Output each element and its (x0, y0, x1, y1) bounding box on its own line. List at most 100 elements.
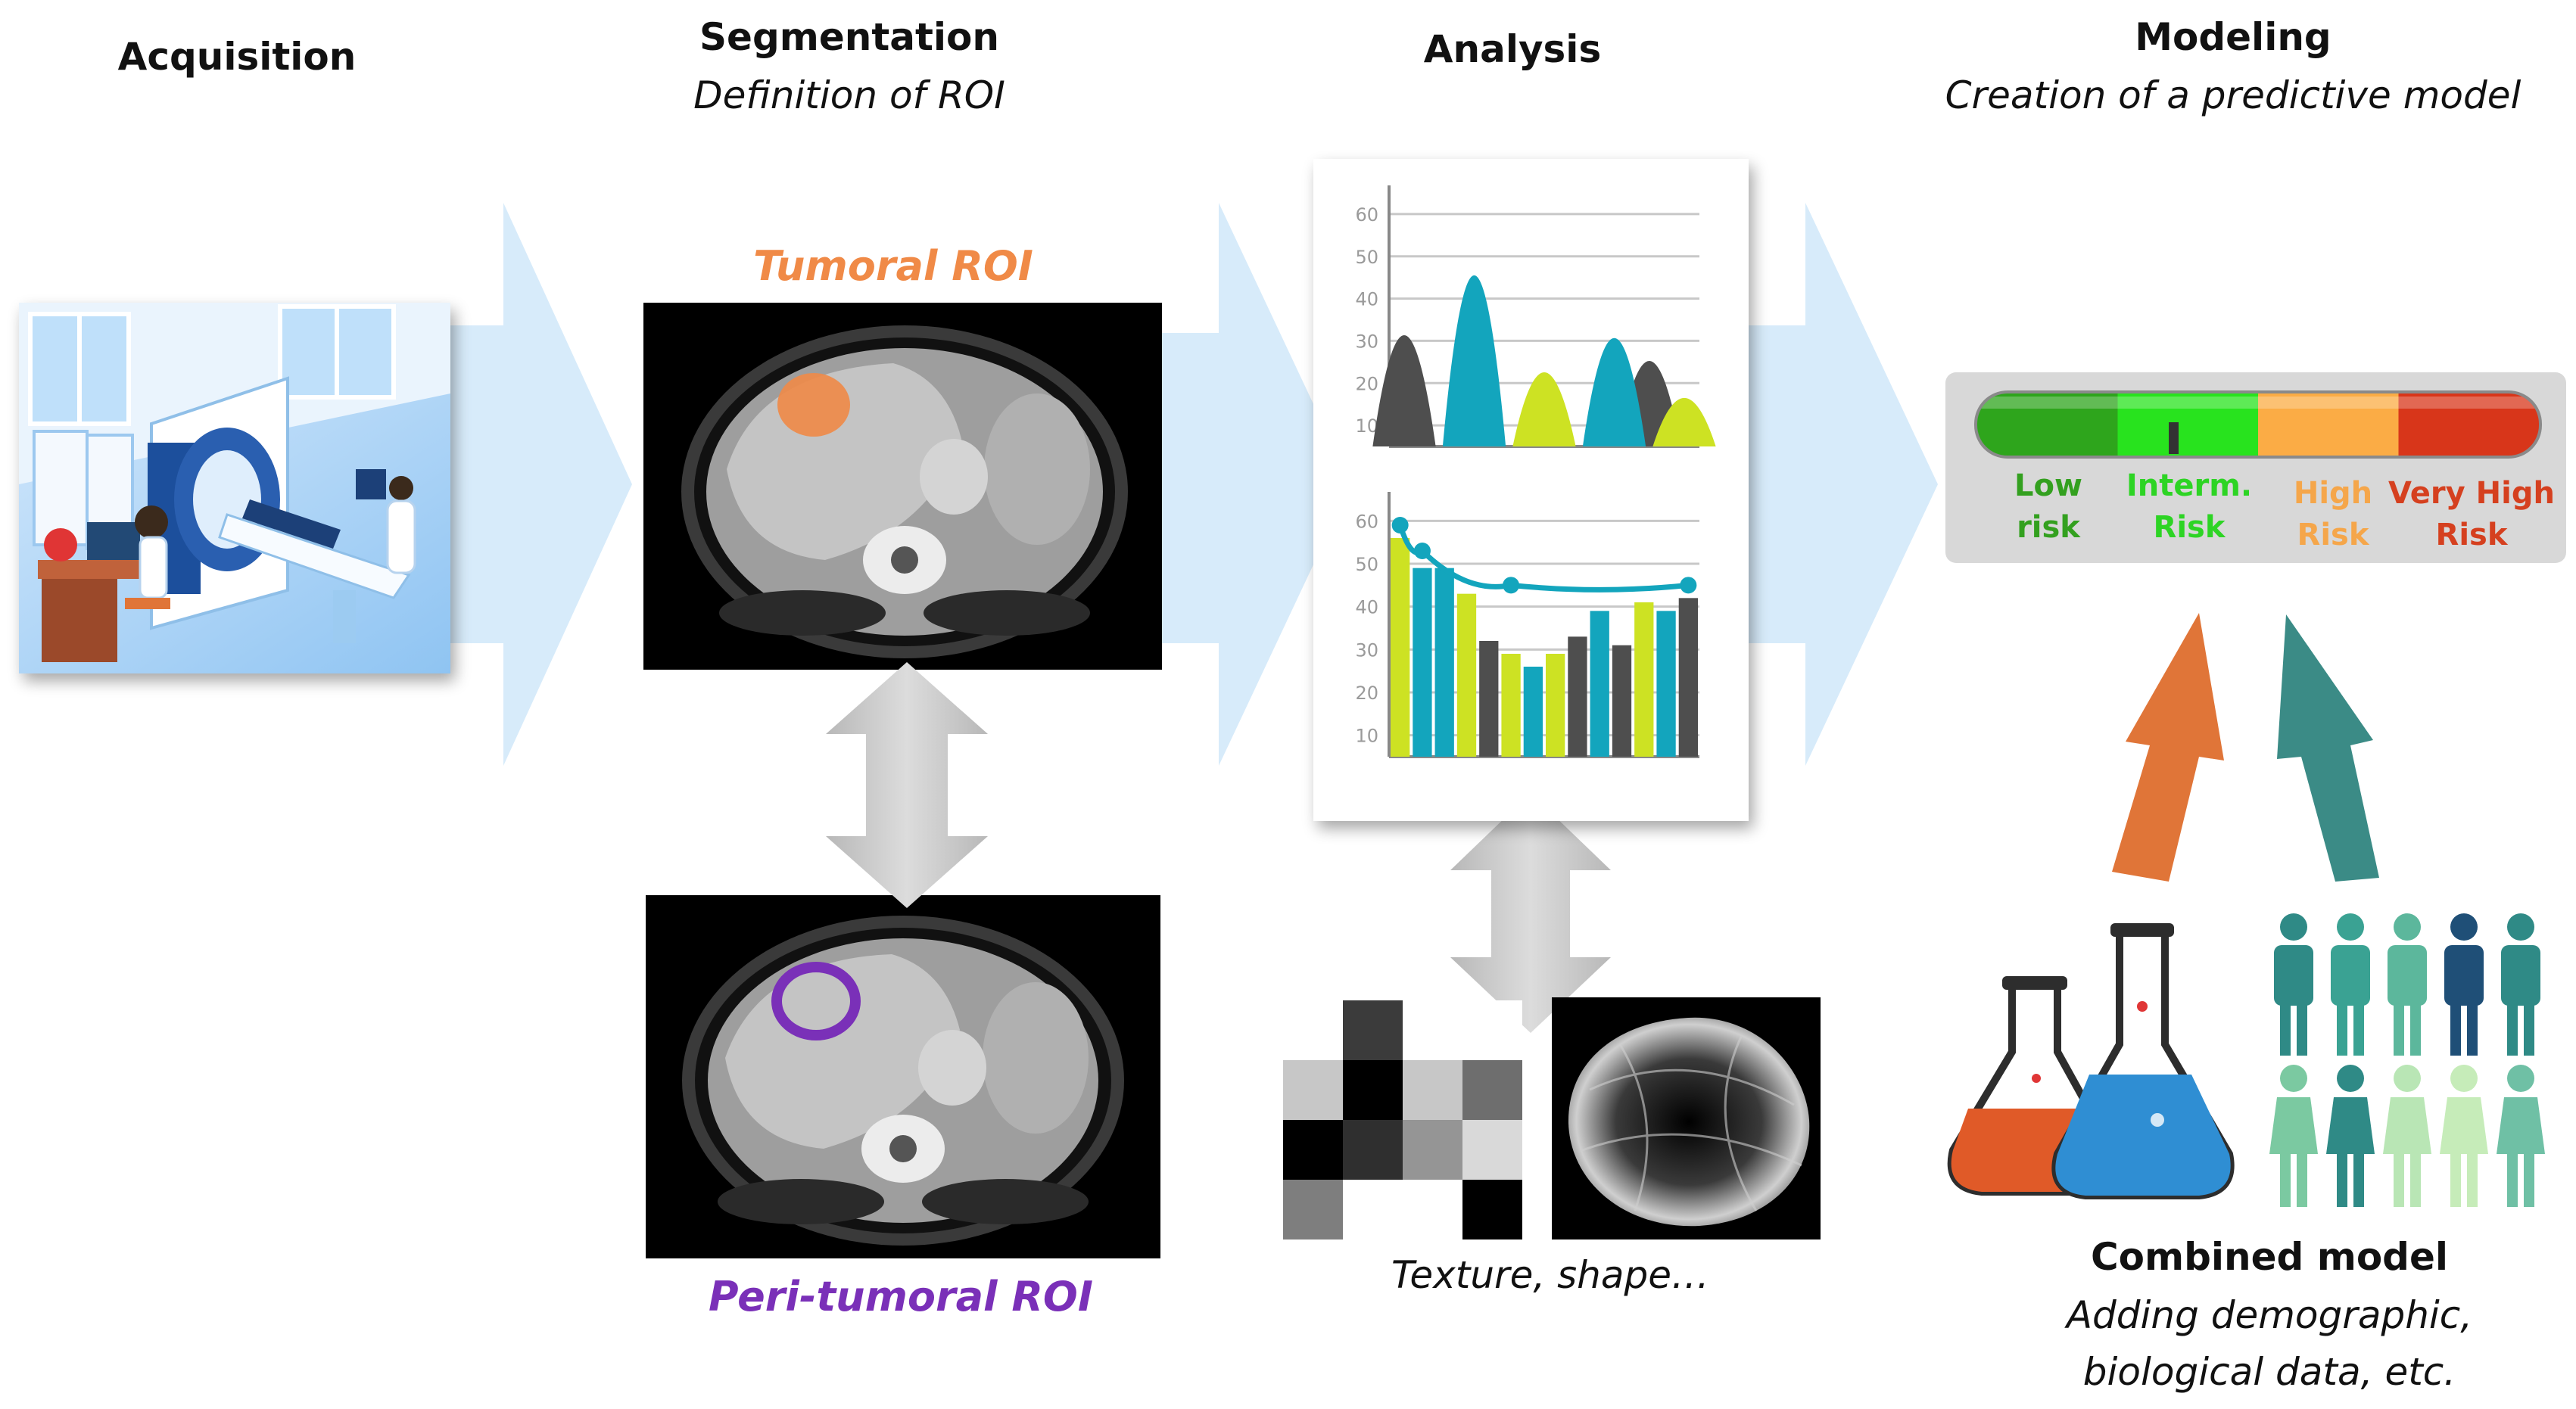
bar (1501, 654, 1521, 757)
risk-panel (1945, 372, 2566, 563)
texture-cell (1462, 1060, 1522, 1120)
bar (1568, 636, 1587, 757)
double-arrow-roi (826, 662, 988, 908)
analysis-document: 10 20 30 40 50 60 10 20 30 40 50 60 (1313, 159, 1749, 821)
subtitle-modeling: Creation of a predictive model (1945, 73, 2521, 117)
risk-segment (2258, 393, 2400, 456)
bar (1391, 538, 1410, 757)
area-peak (1372, 335, 1436, 446)
caption-texture-shape: Texture, shape… (1391, 1253, 1709, 1297)
y-tick-label: 40 (1355, 289, 1378, 310)
bar (1546, 654, 1565, 757)
risk-gradient-bar (1974, 390, 2542, 459)
person-icon (2501, 913, 2540, 1056)
risk-segment (1977, 393, 2119, 456)
bar (1434, 568, 1454, 757)
y-tick-label: 50 (1355, 554, 1378, 575)
area-peak (1582, 337, 1646, 446)
person-icon (2383, 1065, 2431, 1207)
arrow-acquisition-to-segmentation (443, 203, 632, 766)
peritumoral-roi-ring (771, 962, 861, 1040)
title-acquisition: Acquisition (118, 35, 357, 79)
y-tick-label: 40 (1355, 597, 1378, 618)
risk-label-line1: High (2294, 476, 2372, 511)
person-icon (2326, 1065, 2375, 1207)
trend-point (1413, 543, 1431, 559)
texture-cell (1343, 1180, 1403, 1239)
chart-bars-trend: 10 20 30 40 50 60 (1355, 492, 1699, 758)
texture-cell (1403, 1120, 1462, 1180)
combined-model-title: Combined model (2091, 1235, 2448, 1279)
bar (1479, 641, 1499, 757)
shape-blob-image (1552, 997, 1821, 1239)
arrow-segmentation-to-analysis (1158, 203, 1351, 766)
texture-cell (1343, 1000, 1403, 1060)
texture-matrix-image (1283, 1000, 1522, 1239)
demographic-people-icons (2269, 913, 2545, 1207)
texture-cell (1283, 1000, 1343, 1060)
bar (1656, 611, 1676, 757)
bar (1612, 645, 1632, 757)
bar (1634, 602, 1654, 757)
pipeline-arrows (443, 203, 1938, 766)
texture-cell (1283, 1180, 1343, 1239)
y-tick-label: 60 (1355, 204, 1378, 226)
risk-label-line2: Risk (2297, 518, 2370, 552)
risk-segment (2398, 393, 2539, 456)
label-tumoral-roi: Tumoral ROI (753, 242, 1033, 290)
y-tick-label: 60 (1355, 511, 1378, 532)
title-modeling: Modeling (2135, 15, 2331, 59)
texture-cell (1343, 1120, 1403, 1180)
area-peak (1512, 372, 1576, 446)
trend-point (1680, 577, 1697, 594)
person-icon (2269, 1065, 2318, 1207)
risk-label-line2: Risk (2436, 518, 2509, 552)
orange-arrow-biological (2112, 613, 2224, 882)
tumoral-roi-mask (777, 373, 850, 437)
label-peritumoral-roi: Peri-tumoral ROI (709, 1273, 1093, 1320)
area-peak (1652, 397, 1716, 446)
y-tick-label: 30 (1355, 639, 1378, 661)
risk-label-line1: Very High (2388, 476, 2555, 511)
risk-label-line2: Risk (2154, 510, 2226, 545)
mri-room-illustration (19, 303, 450, 673)
y-tick-label: 50 (1355, 247, 1378, 268)
person-icon (2440, 1065, 2488, 1207)
person-icon (2388, 913, 2427, 1056)
trend-point (1391, 517, 1409, 533)
texture-cell (1343, 1060, 1403, 1120)
bar (1590, 611, 1609, 757)
teal-arrow-demographic (2277, 614, 2379, 882)
bar (1523, 667, 1543, 757)
texture-cell (1403, 1000, 1462, 1060)
ct-scan-tumoral (643, 303, 1162, 670)
texture-cell (1283, 1060, 1343, 1120)
risk-label-line1: Interm. (2126, 468, 2252, 503)
ct-scan-peritumoral (646, 895, 1160, 1258)
title-segmentation: Segmentation (699, 15, 999, 59)
y-tick-label: 10 (1355, 726, 1378, 747)
person-icon (2497, 1065, 2545, 1207)
texture-cell (1283, 1120, 1343, 1180)
y-tick-label: 20 (1355, 373, 1378, 394)
person-icon (2274, 913, 2313, 1056)
y-tick-label: 30 (1355, 331, 1378, 352)
texture-cell (1403, 1180, 1462, 1239)
trend-point (1503, 577, 1520, 594)
texture-cell (1462, 1000, 1522, 1060)
person-icon (2444, 913, 2484, 1056)
title-analysis: Analysis (1424, 27, 1601, 71)
double-arrow-features (1450, 793, 1611, 1033)
area-peak (1442, 275, 1506, 446)
bar (1413, 568, 1432, 757)
y-tick-label: 20 (1355, 683, 1378, 704)
person-icon (2331, 913, 2370, 1056)
combined-model-line2: biological data, etc. (2083, 1350, 2456, 1394)
texture-cell (1403, 1060, 1462, 1120)
texture-cell (1462, 1180, 1522, 1239)
risk-segment (2117, 393, 2259, 456)
combined-model-line1: Adding demographic, (2064, 1293, 2472, 1337)
